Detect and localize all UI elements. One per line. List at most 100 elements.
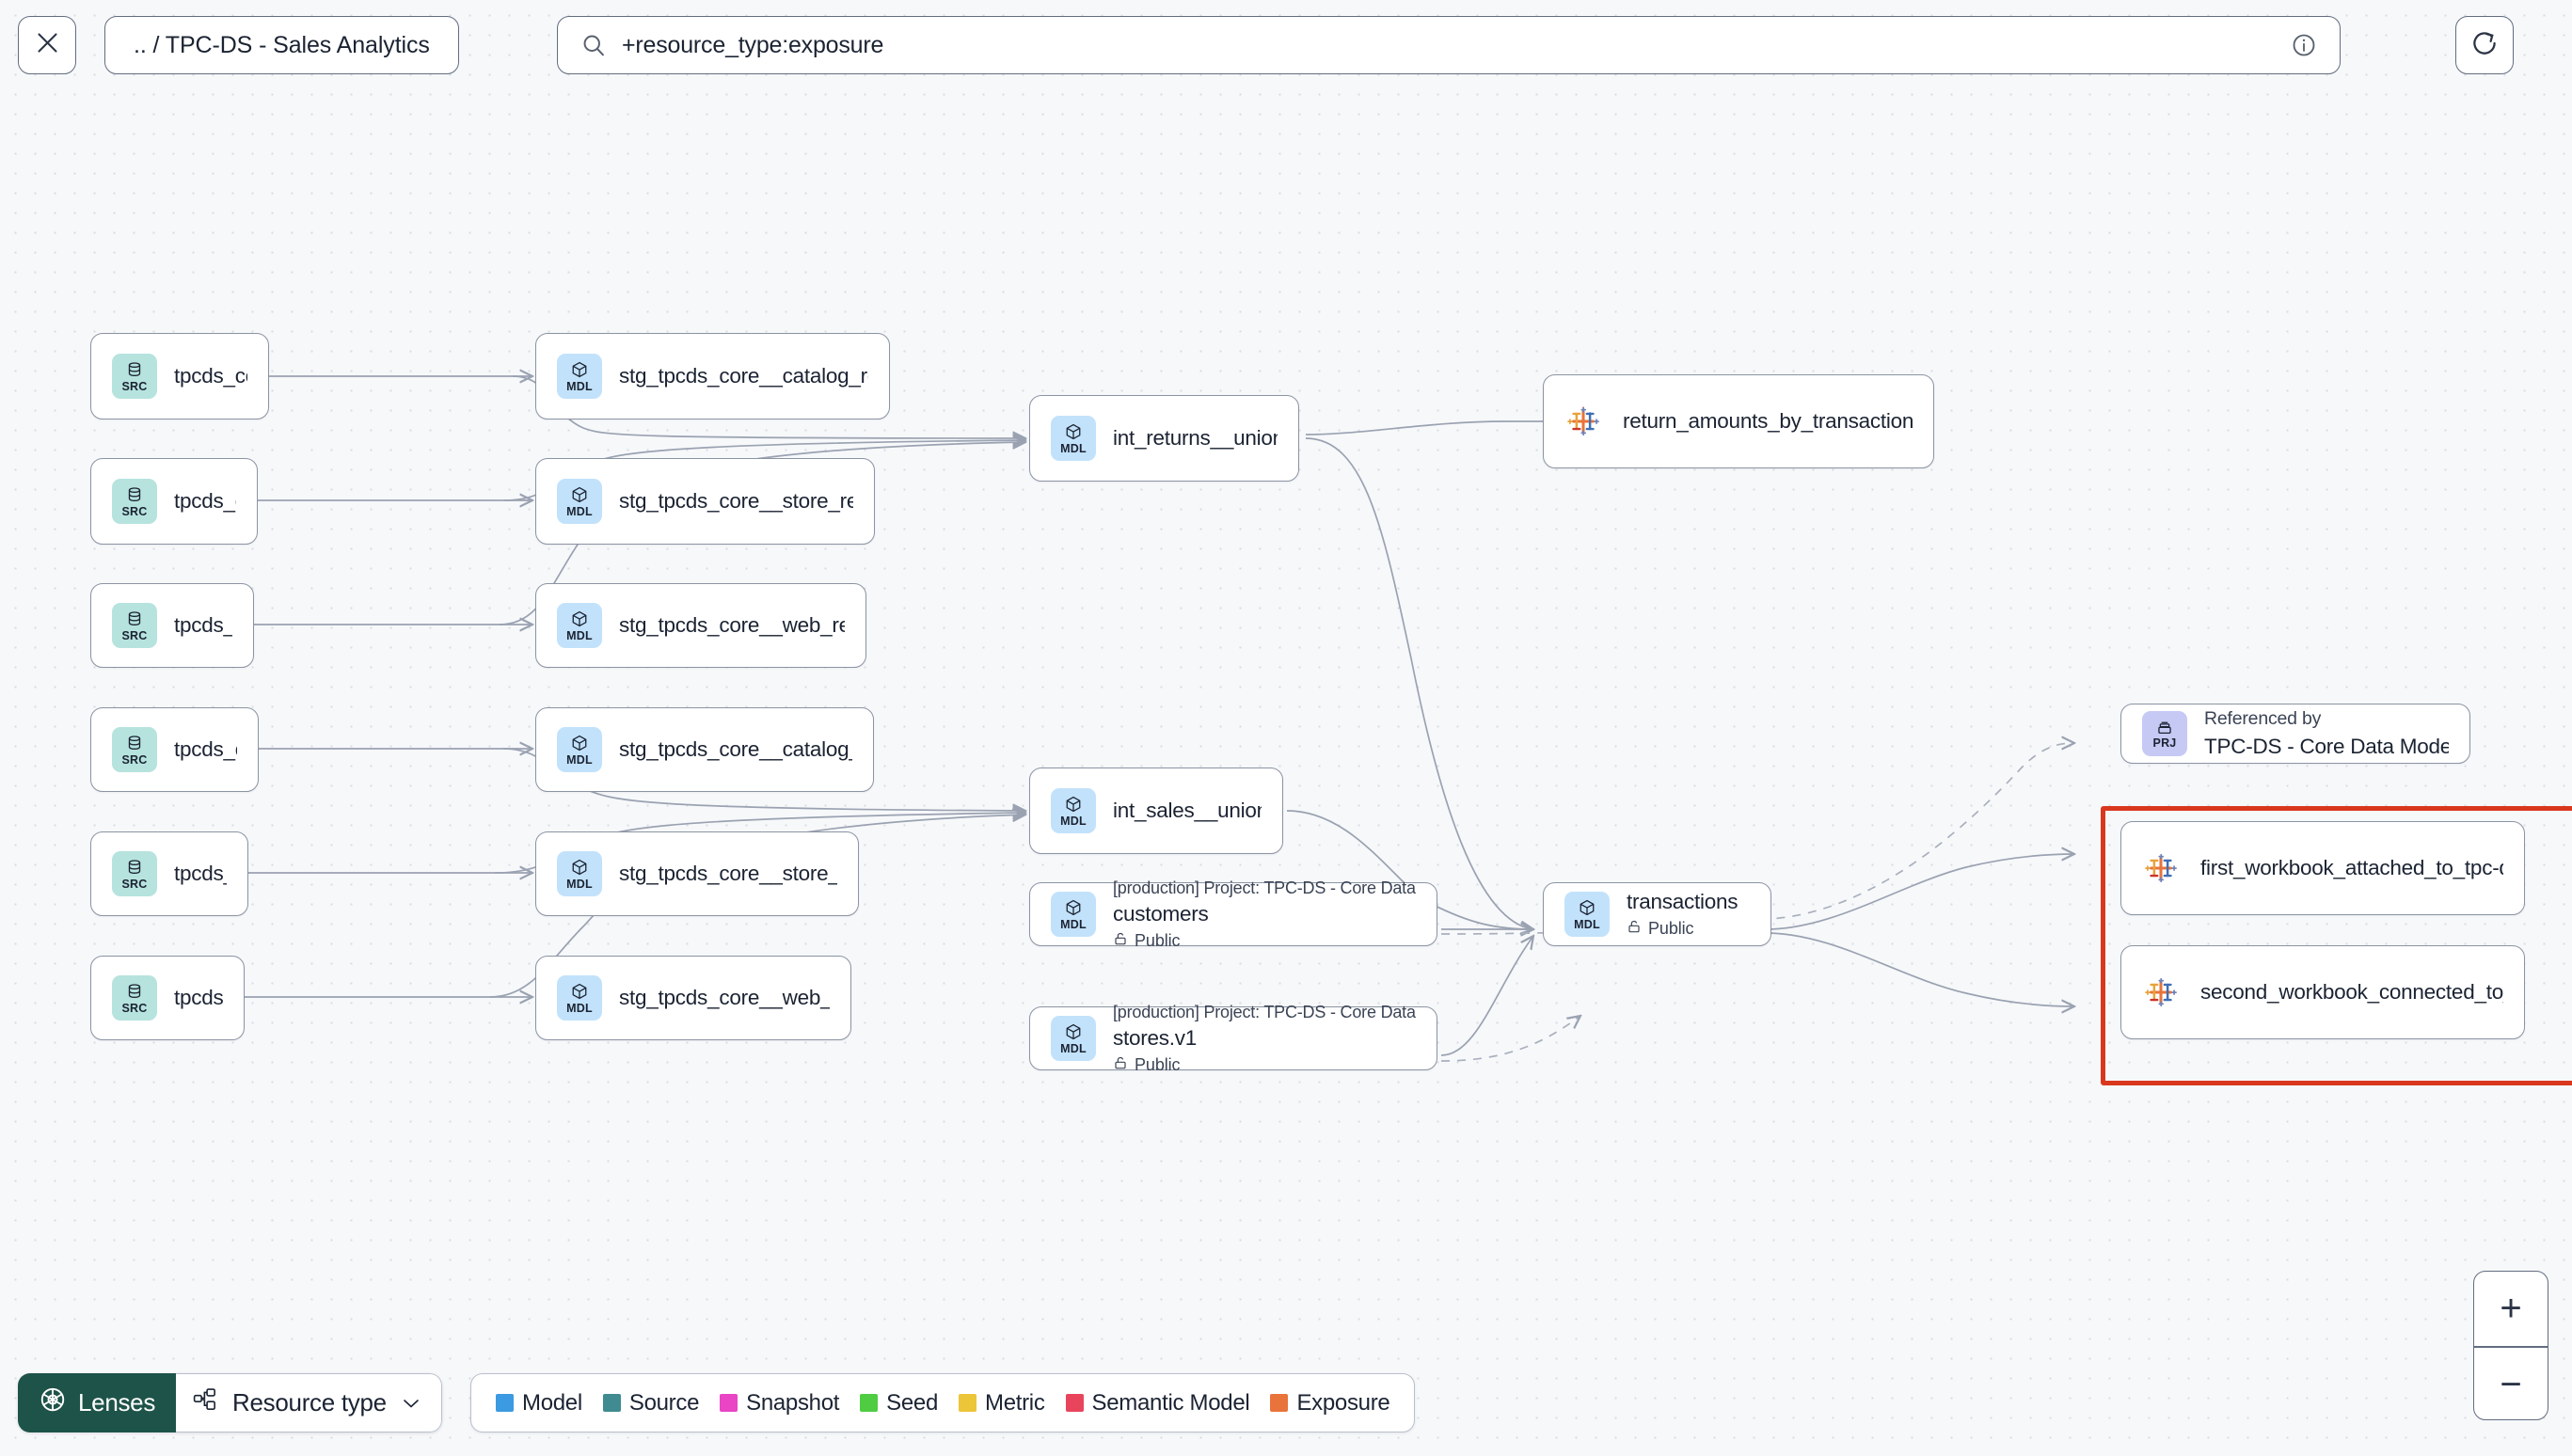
source-badge: SRC: [112, 603, 157, 648]
model-badge: MDL: [557, 603, 602, 648]
node-label: return_amounts_by_transaction_type: [1623, 409, 1913, 433]
legend-swatch: [959, 1394, 976, 1412]
badge-text: MDL: [566, 379, 593, 393]
node-label: int_returns__unioned: [1113, 426, 1278, 450]
zoom-out-button[interactable]: −: [2500, 1363, 2522, 1405]
node-exposure-return-amounts[interactable]: return_amounts_by_transaction_type: [1543, 374, 1934, 468]
legend-label: Semantic Model: [1091, 1389, 1250, 1416]
badge-text: SRC: [121, 379, 148, 393]
node-access-label: Public: [1648, 919, 1694, 938]
aperture-icon: [39, 1385, 67, 1420]
resource-type-dropdown[interactable]: Resource type: [176, 1373, 442, 1432]
badge-text: MDL: [566, 628, 593, 642]
badge-text: MDL: [566, 752, 593, 767]
node-name: customers: [1113, 901, 1209, 926]
badge-text: SRC: [121, 877, 148, 891]
top-toolbar: .. / TPC-DS - Sales Analytics: [0, 0, 2572, 108]
badge-text: MDL: [1574, 917, 1600, 931]
legend-item-metric: Metric: [959, 1390, 1045, 1416]
node-label: stg_tpcds_core__catalog_sales: [619, 737, 852, 761]
legend-swatch: [860, 1394, 879, 1412]
node-int-returns-unioned[interactable]: MDL int_returns__unioned: [1029, 395, 1299, 482]
resource-type-label: Resource type: [232, 1388, 387, 1416]
node-label: stg_tpcds_core__store_returns: [619, 489, 853, 513]
lenses-button[interactable]: Lenses: [18, 1373, 177, 1432]
source-badge: SRC: [112, 354, 157, 399]
node-name: stores.v1: [1113, 1025, 1198, 1050]
badge-text: MDL: [566, 504, 593, 518]
unlock-icon: [1627, 919, 1642, 939]
node-src-web-returns[interactable]: SRC tpcds_core.web_returns: [90, 583, 254, 668]
badge-text: MDL: [1060, 814, 1087, 828]
node-body: transactions Public: [1627, 890, 1738, 939]
node-access-label: Public: [1135, 1054, 1181, 1074]
node-project: [production] Project: TPC-DS - Core Data…: [1113, 878, 1416, 897]
node-stg-web-returns[interactable]: MDL stg_tpcds_core__web_returns: [535, 583, 866, 668]
node-label: int_sales__unioned: [1113, 799, 1262, 822]
badge-text: MDL: [1060, 441, 1087, 455]
badge-text: SRC: [121, 628, 148, 642]
node-label: tpcds_core.web_returns: [174, 613, 232, 637]
node-src-store-returns[interactable]: SRC tpcds_core.store_returns: [90, 458, 258, 545]
project-badge: PRJ: [2142, 711, 2187, 756]
node-stg-catalog-sales[interactable]: MDL stg_tpcds_core__catalog_sales: [535, 707, 874, 792]
bottom-toolbar: Lenses Resource type: [0, 1353, 2572, 1456]
node-label: tpcds_core.web_sales: [174, 986, 223, 1009]
node-customers-model[interactable]: MDL [production] Project: TPC-DS - Core …: [1029, 878, 1437, 950]
refresh-button[interactable]: [2455, 16, 2514, 74]
legend-swatch: [1270, 1394, 1289, 1412]
lenses-control-group: Lenses Resource type: [18, 1373, 442, 1432]
source-badge: SRC: [112, 727, 157, 772]
search-bar[interactable]: [557, 16, 2341, 74]
breadcrumb[interactable]: .. / TPC-DS - Sales Analytics: [104, 16, 459, 74]
info-icon[interactable]: [2291, 32, 2317, 58]
node-stg-web-sales[interactable]: MDL stg_tpcds_core__web_sales: [535, 956, 851, 1040]
breadcrumb-label: .. / TPC-DS - Sales Analytics: [134, 31, 430, 58]
node-name: TPC-DS - Core Data Models: [2204, 735, 2449, 758]
legend-label: Seed: [886, 1389, 938, 1416]
node-referenced-by-project[interactable]: PRJ Referenced by TPC-DS - Core Data Mod…: [2120, 704, 2470, 764]
node-label: stg_tpcds_core__web_sales: [619, 986, 830, 1009]
legend-swatch: [602, 1394, 621, 1412]
search-input[interactable]: [622, 31, 2291, 59]
legend-label: Snapshot: [746, 1389, 840, 1416]
badge-text: MDL: [566, 877, 593, 891]
node-body: [production] Project: TPC-DS - Core Data…: [1113, 878, 1416, 951]
model-badge: MDL: [557, 975, 602, 1021]
node-src-catalog-returns[interactable]: SRC tpcds_core.catalog_returns: [90, 333, 269, 419]
node-label: second_workbook_connected_to_live…: [2200, 980, 2503, 1004]
node-stg-catalog-returns[interactable]: MDL stg_tpcds_core__catalog_returns: [535, 333, 890, 419]
node-stg-store-sales[interactable]: MDL stg_tpcds_core__store_sales: [535, 831, 859, 916]
badge-text: SRC: [121, 752, 148, 767]
node-stg-store-returns[interactable]: MDL stg_tpcds_core__store_returns: [535, 458, 875, 545]
legend-item-snapshot: Snapshot: [720, 1390, 839, 1416]
node-transactions[interactable]: MDL transactions Public: [1543, 882, 1771, 946]
badge-text: MDL: [566, 1001, 593, 1015]
legend-label: Model: [522, 1389, 582, 1416]
tableau-workbook-icon: [2142, 973, 2180, 1011]
node-body: [production] Project: TPC-DS - Core Data…: [1113, 1003, 1416, 1075]
search-icon: [580, 32, 607, 58]
model-badge: MDL: [557, 354, 602, 399]
zoom-in-button[interactable]: +: [2500, 1288, 2522, 1329]
node-label: stg_tpcds_core__store_sales: [619, 862, 837, 885]
legend-item-exposure: Exposure: [1270, 1390, 1390, 1416]
legend-swatch: [496, 1394, 514, 1412]
badge-text: SRC: [121, 504, 148, 518]
node-src-store-sales[interactable]: SRC tpcds_core.store_sales: [90, 831, 248, 916]
node-label: stg_tpcds_core__web_returns: [619, 613, 845, 637]
legend-item-source: Source: [602, 1390, 699, 1416]
node-label: stg_tpcds_core__catalog_returns: [619, 364, 868, 388]
node-src-web-sales[interactable]: SRC tpcds_core.web_sales: [90, 956, 245, 1040]
node-access: Public: [1627, 919, 1738, 939]
close-button[interactable]: [18, 16, 76, 74]
node-src-catalog-sales[interactable]: SRC tpcds_core.catalog_sales: [90, 707, 259, 792]
node-exposure-second-workbook[interactable]: second_workbook_connected_to_live…: [2120, 945, 2525, 1039]
node-label: first_workbook_attached_to_tpc-ds_-_…: [2200, 856, 2503, 879]
node-label: tpcds_core.store_returns: [174, 489, 236, 513]
node-access: Public: [1113, 1055, 1416, 1075]
node-int-sales-unioned[interactable]: MDL int_sales__unioned: [1029, 768, 1283, 854]
node-exposure-first-workbook[interactable]: first_workbook_attached_to_tpc-ds_-_…: [2120, 821, 2525, 915]
node-stores-model[interactable]: MDL [production] Project: TPC-DS - Core …: [1029, 1003, 1437, 1074]
